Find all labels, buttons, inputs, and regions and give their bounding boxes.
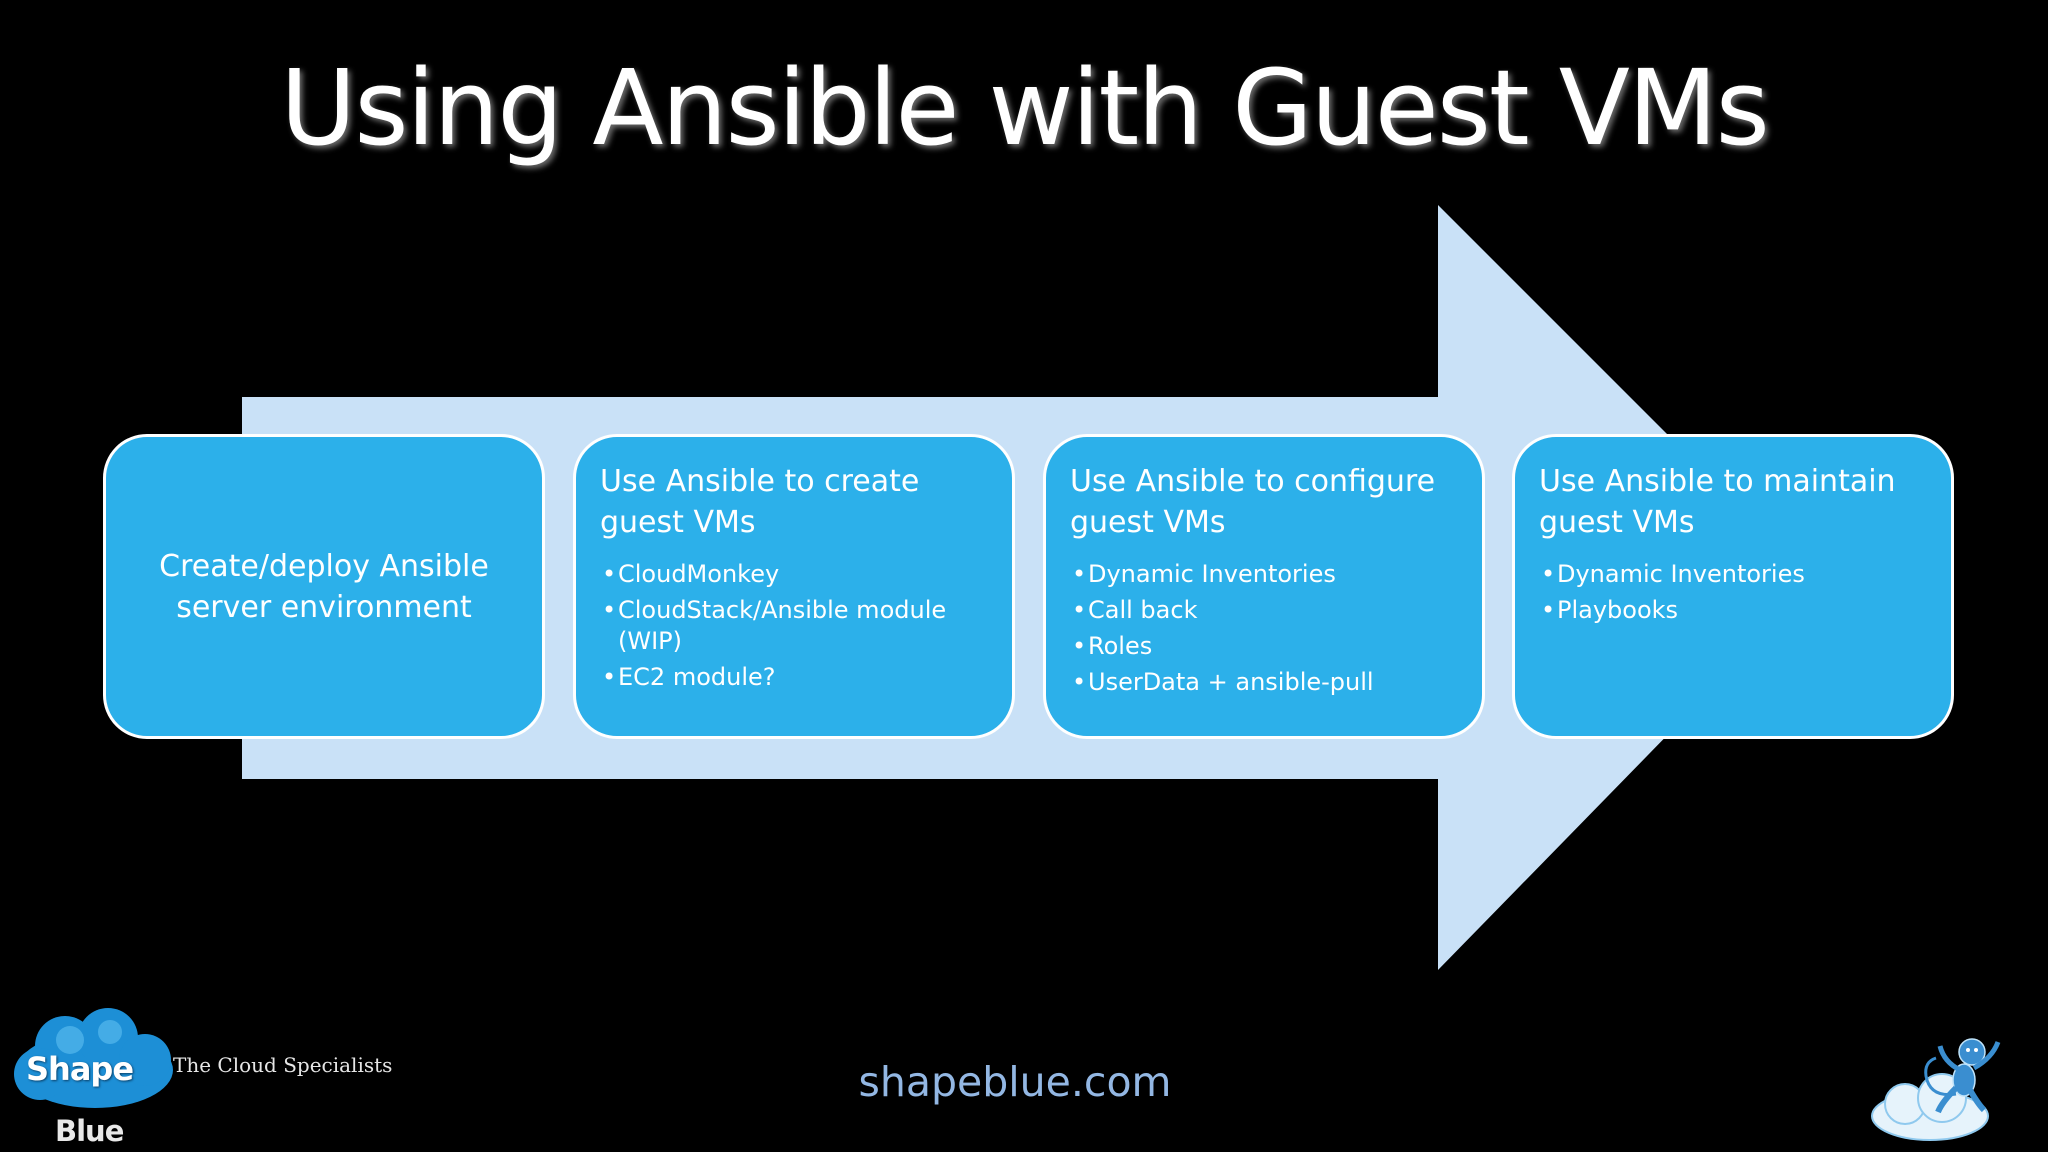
footer-url: shapeblue.com [858,1058,1172,1106]
step-4-heading: Use Ansible to maintain guest VMs [1539,464,1896,540]
step-2-bullet-list: CloudMonkey CloudStack/Ansible module (W… [602,559,994,698]
slide-title: Using Ansible with Guest VMs [280,47,1770,169]
shapeblue-logo: Shape Blue [10,1008,410,1152]
bullet-item: CloudMonkey [602,559,994,590]
bullet-item: Dynamic Inventories [1072,559,1464,590]
bullet-item: Dynamic Inventories [1541,559,1933,590]
bullet-item: Call back [1072,595,1464,626]
step-2-heading: Use Ansible to create guest VMs [600,464,920,540]
monkey-on-cloud-icon [1871,1038,2001,1141]
bullet-item: UserData + ansible-pull [1072,667,1464,698]
bullet-item: EC2 module? [602,662,994,693]
step-box-1: Create/deploy Ansible server environment [103,434,545,739]
logo-tagline: The Cloud Specialists [173,1053,393,1077]
step-box-3: Use Ansible to configure guest VMs Dynam… [1043,434,1485,739]
bullet-item: Playbooks [1541,595,1933,626]
step-3-bullet-list: Dynamic Inventories Call back Roles User… [1072,559,1464,703]
step-1-text: Create/deploy Ansible server environment [159,548,489,625]
shapeblue-cloud-logo-icon [14,1008,173,1108]
step-box-4: Use Ansible to maintain guest VMs Dynami… [1512,434,1954,739]
step-box-2: Use Ansible to create guest VMs CloudMon… [573,434,1015,739]
logo-word-blue: Blue [55,1114,124,1148]
step-4-bullet-list: Dynamic Inventories Playbooks [1541,559,1933,631]
step-3-heading: Use Ansible to configure guest VMs [1070,464,1436,540]
bullet-item: Roles [1072,631,1464,662]
arrow-shape [242,205,1816,970]
bullet-item: CloudStack/Ansible module (WIP) [602,595,994,657]
logo-word-shape: Shape [26,1050,134,1088]
